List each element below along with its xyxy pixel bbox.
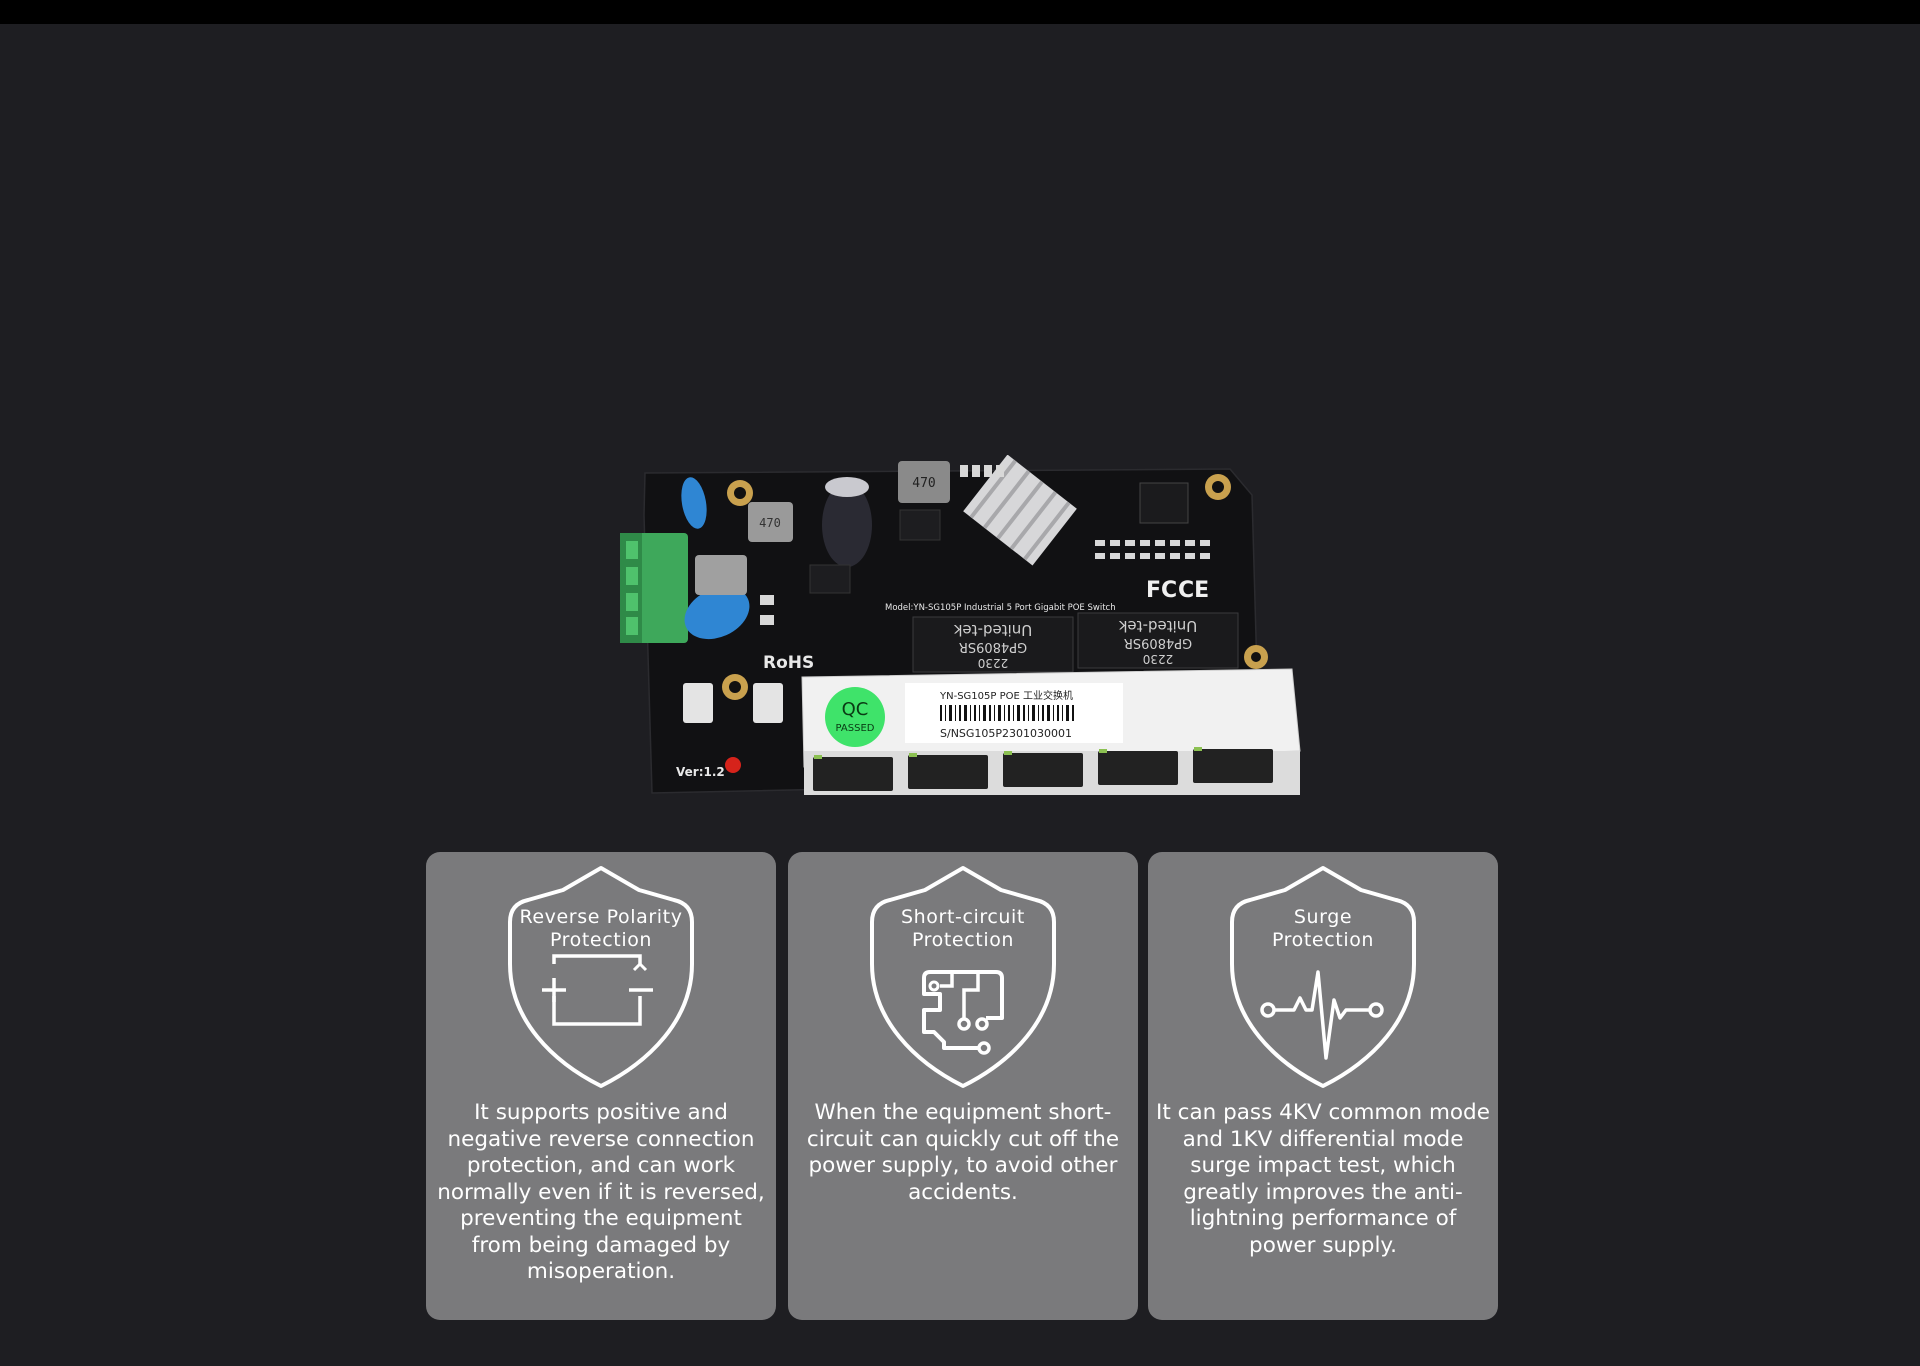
ic-chip <box>1139 482 1189 524</box>
feature-description: When the equipment short-circuit can qui… <box>806 1100 1120 1205</box>
feature-card-reverse-polarity: Reverse Polarity Protection It supports … <box>426 852 776 1320</box>
svg-text:Model:YN-SG105P Industrial 5: Model:YN-SG105P Industrial 5 Port Gigabi… <box>885 603 1116 613</box>
terminal-block <box>620 533 688 643</box>
svg-text:PASSED: PASSED <box>836 723 875 734</box>
svg-text:RoHS: RoHS <box>763 653 814 673</box>
svg-text:CE: CE <box>1178 578 1209 603</box>
feature-title: Reverse Polarity Protection <box>519 906 683 951</box>
shield-icon <box>870 866 1056 1088</box>
svg-text:FC: FC <box>1146 578 1177 603</box>
blue-capacitor <box>681 477 707 529</box>
smd-components <box>760 465 1210 625</box>
pcb-product-image: 470 470 RoHS Ver:1.2 Model:YN-SG105P Ind… <box>620 455 1301 795</box>
feature-description: It can pass 4KV common mode and 1KV diff… <box>1156 1100 1490 1258</box>
feature-description: It supports positive and negative revers… <box>437 1100 765 1284</box>
transformer: 2230 GP4809SR United-tek <box>912 616 1074 673</box>
electrolytic-capacitor <box>822 483 872 567</box>
svg-text:470: 470 <box>912 476 935 491</box>
svg-text:S/NSG105P2301030001: S/NSG105P2301030001 <box>940 727 1072 740</box>
power-led <box>725 757 741 773</box>
transformer: 2230 GP4809SR United-tek <box>1077 612 1239 669</box>
qc-passed-sticker <box>825 687 885 747</box>
inductor <box>748 502 793 542</box>
inductor <box>898 461 950 503</box>
svg-text:United-tek: United-tek <box>1118 617 1197 635</box>
svg-text:2230: 2230 <box>978 656 1009 670</box>
svg-text:QC: QC <box>842 699 869 720</box>
battery-polarity-icon <box>542 954 653 1026</box>
shield-icon <box>1230 866 1416 1088</box>
feature-card-surge: Surge Protection It can pass 4KV common … <box>1148 852 1498 1320</box>
svg-text:Ver:1.2: Ver:1.2 <box>676 765 725 779</box>
switch <box>753 683 783 723</box>
svg-text:GP4809SR: GP4809SR <box>1124 635 1192 650</box>
surge-wave-icon <box>1260 970 1384 1060</box>
feature-card-short-circuit: Short-circuit Protection When the equipm… <box>788 852 1138 1320</box>
svg-text:United-tek: United-tek <box>953 621 1032 639</box>
heatsink <box>963 455 1077 566</box>
top-bar <box>0 0 1920 24</box>
switch <box>683 683 713 723</box>
inductor <box>695 555 747 595</box>
feature-title: Short-circuit Protection <box>901 906 1025 951</box>
circuit-board-icon <box>922 970 1004 1055</box>
serial-label: YN-SG105P POE 工业交换机 S/NSG105P2301030001 <box>905 683 1123 743</box>
blue-capacitor <box>684 586 750 640</box>
svg-text:YN-SG105P POE 工业交换机: YN-SG105P POE 工业交换机 <box>939 689 1073 702</box>
svg-text:470: 470 <box>759 516 781 530</box>
svg-text:2230: 2230 <box>1143 652 1174 666</box>
feature-title: Surge Protection <box>1271 906 1375 951</box>
shield-icon <box>508 866 694 1088</box>
svg-text:GP4809SR: GP4809SR <box>959 639 1027 654</box>
